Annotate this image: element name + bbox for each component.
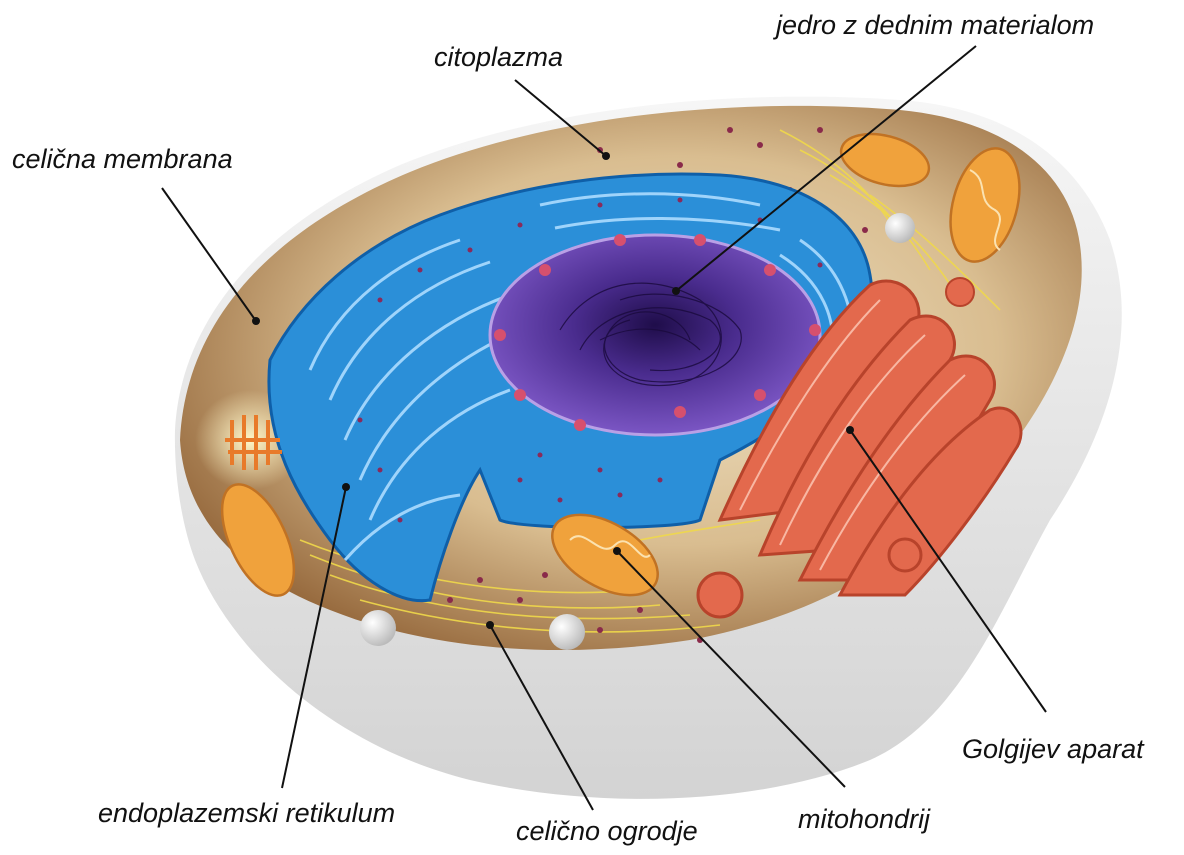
label-mitochondria: mitohondrij — [798, 806, 930, 833]
label-cytoskeleton: celično ogrodje — [516, 818, 698, 845]
label-golgi-apparatus: Golgijev aparat — [962, 736, 1144, 763]
label-nucleus: jedro z dednim materialom — [776, 12, 1094, 39]
label-endoplasmic-reticulum: endoplazemski retikulum — [98, 800, 395, 827]
label-citoplazma: citoplazma — [434, 44, 563, 71]
label-cell-membrane: celična membrana — [12, 146, 233, 173]
